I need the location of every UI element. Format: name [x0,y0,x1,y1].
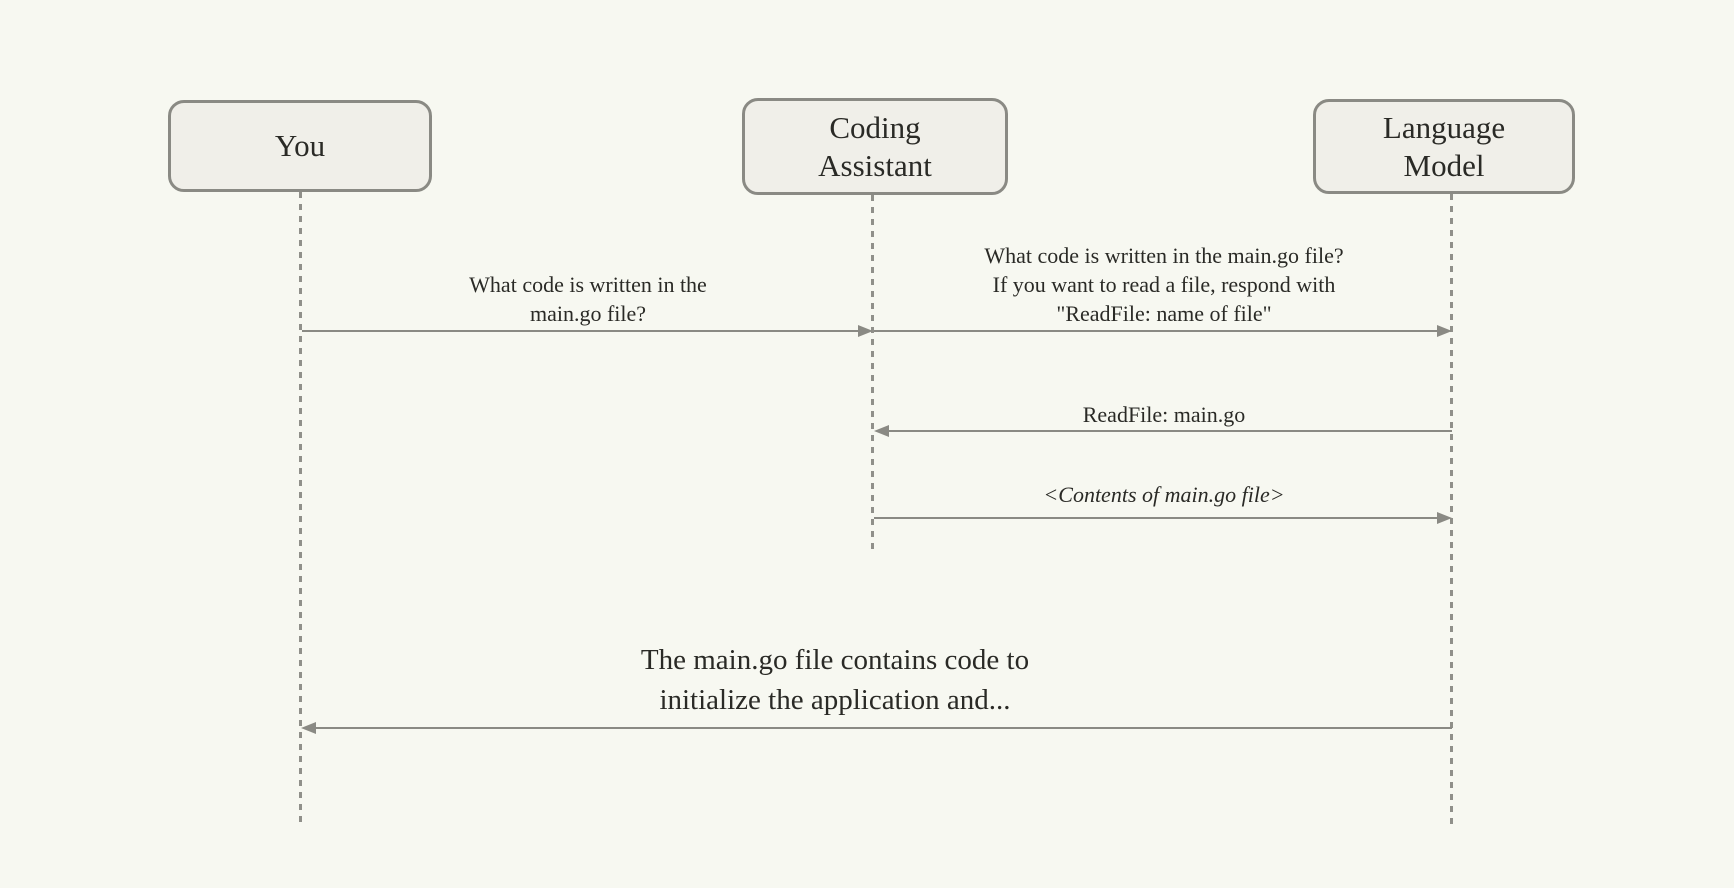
message-label-1: What code is written in the main.go file… [469,271,707,326]
message-label-3: ReadFile: main.go [1082,401,1246,427]
lifeline-you [299,192,302,828]
actor-box-coding-assistant: Coding Assistant [742,98,1008,195]
actor-box-you: You [168,100,432,192]
lifeline-coding-assistant [871,195,874,552]
message-label-5: The main.go file contains code to initia… [640,643,1030,716]
message-line-3 [889,430,1452,432]
arrowhead-left-icon [874,425,889,437]
message-label-4: <Contents of main.go file> [1043,481,1285,507]
message-line-4 [874,517,1437,519]
message-line-1 [302,330,858,332]
arrowhead-left-icon [301,722,316,734]
message-line-5 [316,727,1452,729]
actor-box-language-model: Language Model [1313,99,1575,194]
arrowhead-right-icon [1437,325,1452,337]
arrowhead-right-icon [1437,512,1452,524]
message-label-2: What code is written in the main.go file… [984,242,1344,326]
message-line-2 [874,330,1437,332]
arrowhead-right-icon [858,325,873,337]
lifeline-language-model [1450,194,1453,828]
